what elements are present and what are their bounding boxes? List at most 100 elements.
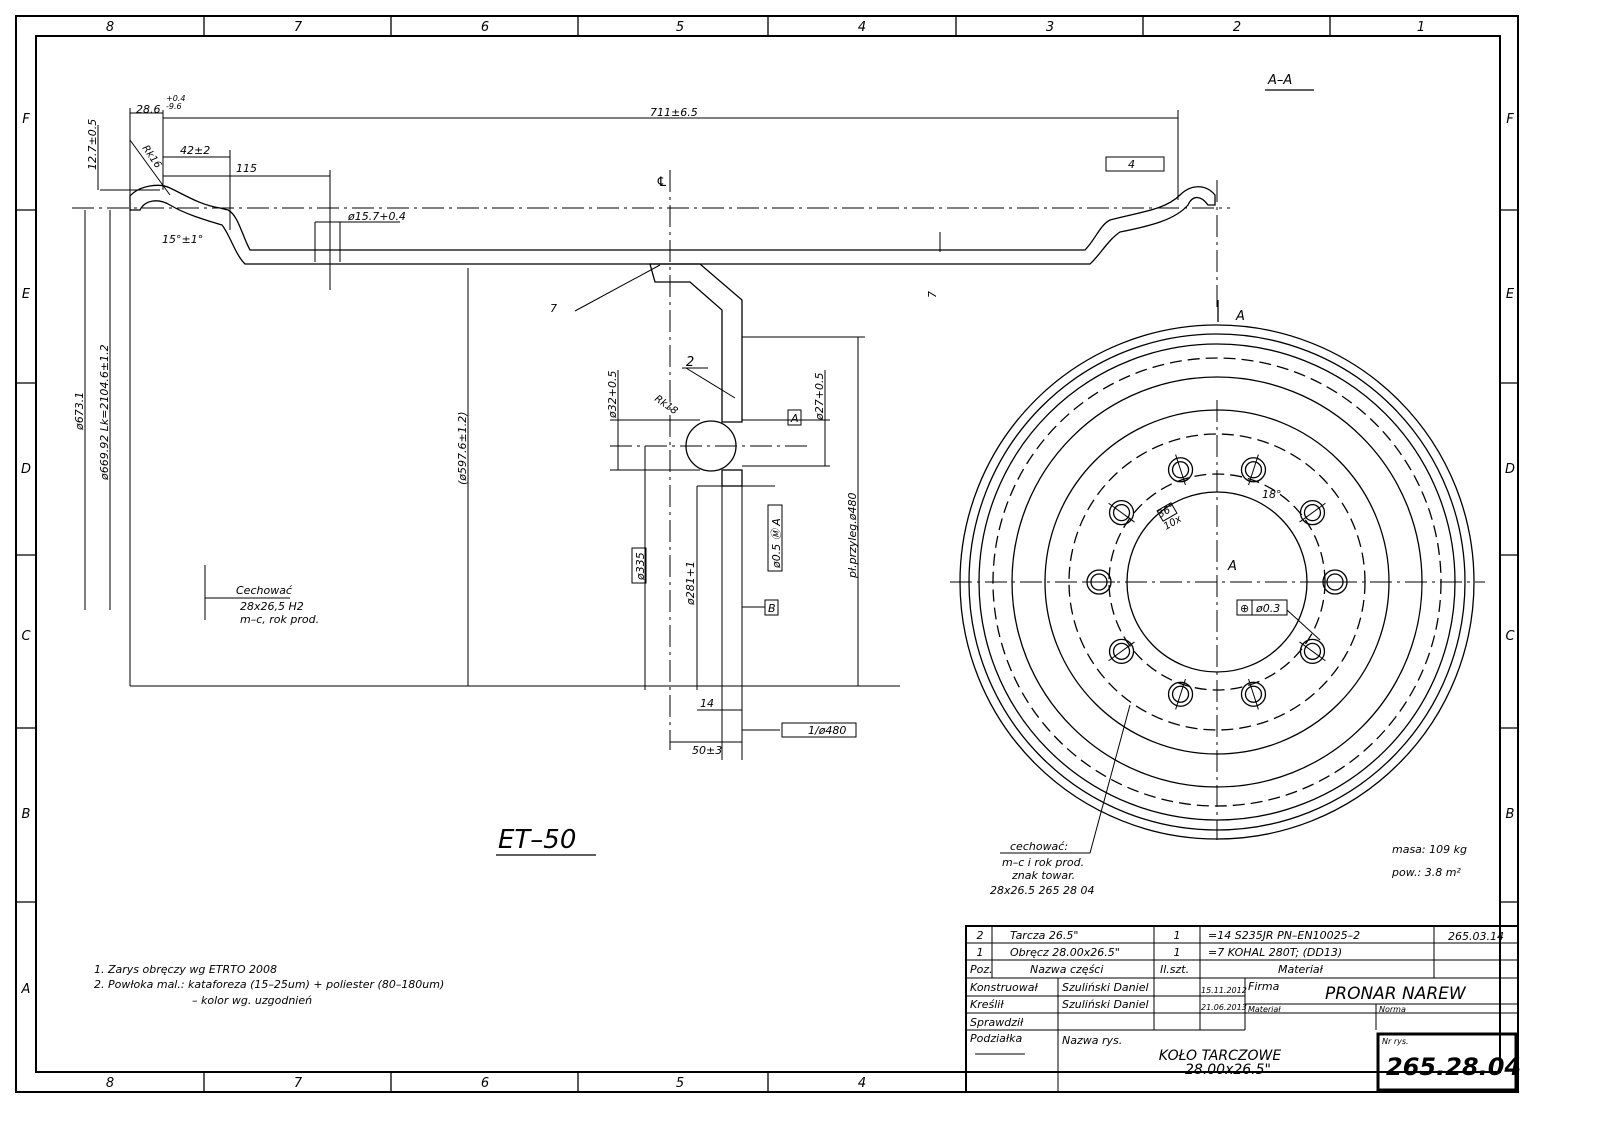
svg-text:Poz.: Poz. bbox=[970, 963, 993, 976]
svg-text:18°: 18° bbox=[1262, 488, 1282, 501]
svg-text:ø15.7+0.4: ø15.7+0.4 bbox=[347, 210, 406, 223]
bolt-hole-axis bbox=[1108, 502, 1135, 523]
bolt-hole bbox=[1112, 503, 1131, 522]
svg-text:A: A bbox=[790, 412, 799, 425]
svg-text:ø0.5 Ⓜ A: ø0.5 Ⓜ A bbox=[770, 518, 783, 569]
svg-text:3: 3 bbox=[1046, 20, 1054, 35]
bolt-hole-axis bbox=[1175, 454, 1186, 486]
svg-text:28x26,5 H2: 28x26,5 H2 bbox=[240, 600, 304, 613]
svg-text:Podziałka: Podziałka bbox=[970, 1032, 1022, 1045]
section-label: A–A bbox=[1267, 73, 1292, 88]
marking-note-right: cechować: m–c i rok prod. znak towar. 28… bbox=[990, 840, 1094, 897]
bolt-hole-axis bbox=[1299, 641, 1326, 662]
svg-text:D: D bbox=[21, 462, 31, 477]
svg-text:⊕: ⊕ bbox=[1240, 602, 1249, 615]
svg-text:ø281+1: ø281+1 bbox=[684, 561, 697, 606]
svg-text:C: C bbox=[1505, 629, 1515, 644]
svg-text:F: F bbox=[22, 112, 30, 127]
bolt-hole bbox=[1171, 461, 1190, 479]
svg-text:Materiał: Materiał bbox=[1248, 1005, 1281, 1014]
disc-section bbox=[649, 263, 743, 487]
svg-text:115: 115 bbox=[236, 162, 257, 175]
svg-text:B: B bbox=[768, 602, 776, 615]
svg-text:Materiał: Materiał bbox=[1278, 963, 1324, 976]
svg-text:1: 1 bbox=[977, 946, 984, 959]
svg-text:7: 7 bbox=[294, 1076, 303, 1091]
rim-section bbox=[129, 184, 1216, 265]
bolt-hole bbox=[1299, 638, 1326, 665]
svg-text:Szuliński Daniel: Szuliński Daniel bbox=[1062, 998, 1149, 1011]
svg-text:A: A bbox=[1235, 309, 1245, 324]
svg-text:E: E bbox=[1506, 287, 1515, 302]
svg-text:C: C bbox=[21, 629, 31, 644]
svg-text:28x26.5 265 28 04: 28x26.5 265 28 04 bbox=[990, 884, 1094, 897]
svg-text:Kreślił: Kreślił bbox=[970, 998, 1004, 1011]
general-notes: 1. Zarys obręczy wg ETRTO 2008 2. Powłok… bbox=[94, 963, 444, 1007]
svg-text:8: 8 bbox=[106, 1076, 114, 1091]
svg-text:=14 S235JR PN–EN10025–2: =14 S235JR PN–EN10025–2 bbox=[1208, 929, 1360, 942]
svg-text:15°±1°: 15°±1° bbox=[162, 233, 203, 246]
svg-text:Tarcza 26.5": Tarcza 26.5" bbox=[1010, 929, 1078, 942]
svg-text:7: 7 bbox=[294, 20, 303, 35]
dimension-texts: 28.6 +0.4 -9.6 711±6.5 12.7±0.5 42±2 115… bbox=[73, 94, 1165, 757]
svg-text:Firma: Firma bbox=[1248, 980, 1280, 993]
bolt-hole bbox=[1108, 638, 1135, 665]
bolt-hole bbox=[1240, 681, 1267, 707]
svg-text:Nr rys.: Nr rys. bbox=[1382, 1037, 1409, 1046]
bolt-hole bbox=[1167, 681, 1194, 707]
svg-text:Rk18: Rk18 bbox=[652, 393, 679, 417]
svg-text:B: B bbox=[22, 807, 31, 822]
svg-text:Konstruował: Konstruował bbox=[970, 981, 1039, 994]
bolt-hole bbox=[1171, 685, 1190, 703]
svg-text:265.28.04: 265.28.04 bbox=[1386, 1053, 1521, 1081]
svg-text:F: F bbox=[1506, 112, 1514, 127]
svg-text:Nazwa rys.: Nazwa rys. bbox=[1062, 1034, 1122, 1047]
dimension-lines bbox=[84, 108, 1179, 760]
view-label: ET–50 bbox=[498, 825, 576, 855]
svg-text:1: 1 bbox=[1174, 929, 1181, 942]
svg-text:znak towar.: znak towar. bbox=[1011, 869, 1075, 882]
svg-text:6: 6 bbox=[481, 1076, 489, 1091]
svg-text:ø673.1: ø673.1 bbox=[73, 392, 86, 431]
bolt-hole bbox=[1303, 503, 1322, 522]
bolt-hole-axis bbox=[1248, 678, 1259, 710]
svg-text:2: 2 bbox=[977, 929, 984, 942]
svg-text:+0.4: +0.4 bbox=[166, 94, 185, 103]
svg-text:=7 KOHAL 280T; (DD13): =7 KOHAL 280T; (DD13) bbox=[1208, 946, 1342, 959]
svg-text:4: 4 bbox=[858, 20, 866, 35]
svg-text:ø335: ø335 bbox=[634, 552, 647, 581]
mass: masa: 109 kg bbox=[1392, 843, 1467, 856]
centerlines: ℄ bbox=[72, 170, 1230, 750]
svg-text:2. Powłoka mal.: kataforeza: 2. Powłoka mal.: kataforeza (15–25um) + … bbox=[94, 978, 444, 991]
bolt-hole bbox=[1240, 457, 1267, 483]
svg-text:– kolor wg. uzgodnień: – kolor wg. uzgodnień bbox=[192, 994, 312, 1007]
bolt-hole bbox=[1108, 499, 1135, 526]
svg-text:1. Zarys obręczy wg ETRTO 200: 1. Zarys obręczy wg ETRTO 2008 bbox=[94, 963, 277, 976]
svg-text:1: 1 bbox=[1174, 946, 1181, 959]
bolt-hole-axis bbox=[1175, 678, 1186, 710]
svg-text:A: A bbox=[21, 982, 31, 997]
svg-text:m–c i rok prod.: m–c i rok prod. bbox=[1002, 856, 1084, 869]
outer-frame bbox=[15, 15, 1519, 1093]
bolt-hole bbox=[1244, 461, 1263, 479]
bolt-hole bbox=[1112, 642, 1131, 661]
svg-text:5: 5 bbox=[676, 1076, 684, 1091]
svg-text:7: 7 bbox=[550, 302, 557, 315]
svg-text:711±6.5: 711±6.5 bbox=[650, 106, 698, 119]
svg-text:Norma: Norma bbox=[1379, 1005, 1406, 1014]
svg-text:PRONAR NAREW: PRONAR NAREW bbox=[1325, 984, 1467, 1004]
svg-text:D: D bbox=[1505, 462, 1515, 477]
svg-text:B: B bbox=[1506, 807, 1515, 822]
bolt-hole bbox=[1299, 499, 1326, 526]
svg-text:6: 6 bbox=[481, 20, 489, 35]
bolt-hole bbox=[1244, 685, 1263, 703]
svg-text:cechować:: cechować: bbox=[1010, 840, 1068, 853]
bolt-hole-axis bbox=[1108, 641, 1135, 662]
svg-text:12.7±0.5: 12.7±0.5 bbox=[86, 119, 99, 170]
bolt-hole-axis bbox=[1248, 454, 1259, 486]
centerline-symbol: ℄ bbox=[656, 175, 668, 190]
svg-text:1: 1 bbox=[1417, 20, 1425, 35]
surface-area: pow.: 3.8 m² bbox=[1391, 866, 1461, 879]
